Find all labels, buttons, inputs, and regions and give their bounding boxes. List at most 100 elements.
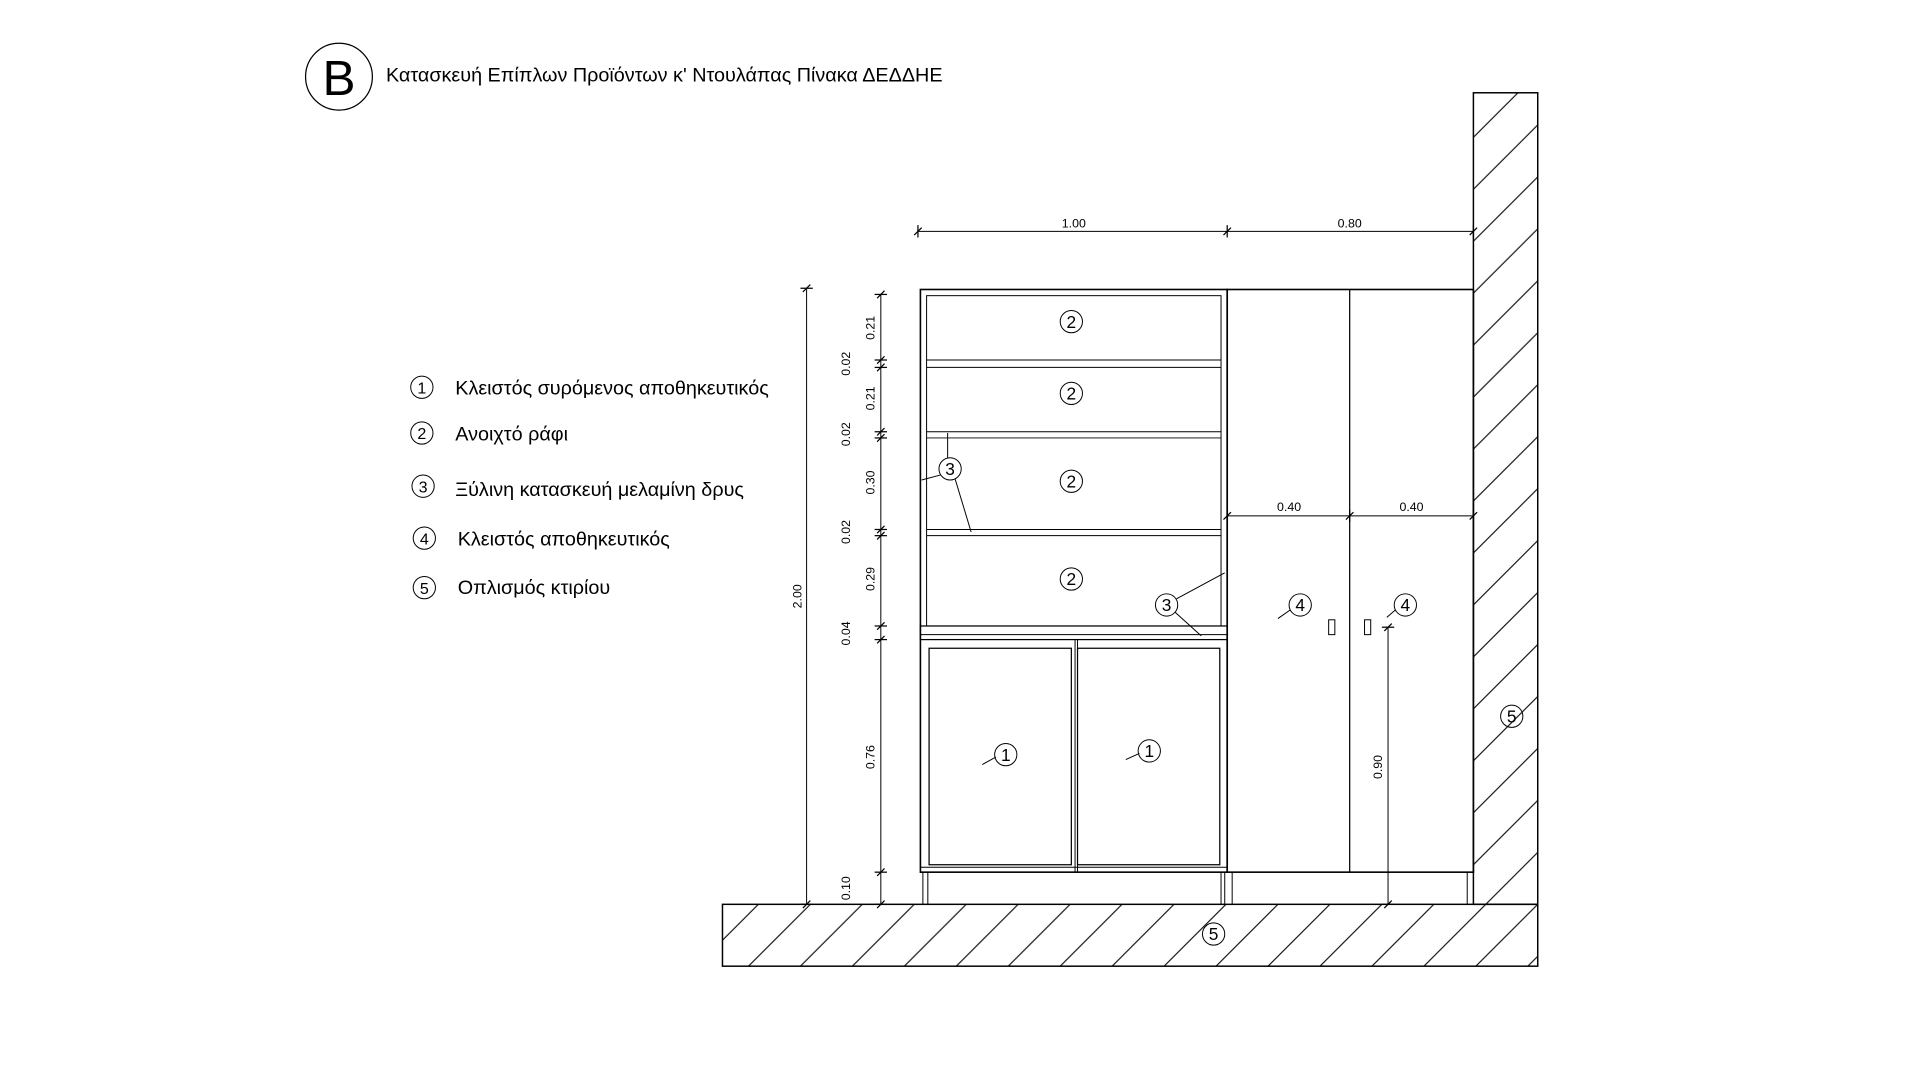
- legend-label: Κλειστός αποθηκευτικός: [458, 529, 670, 551]
- callout-number: 2: [1067, 471, 1077, 491]
- dimension-label: 0.29: [864, 567, 878, 591]
- dimension-lines: 1.00 0.80 2.00 0.21 0.02 0.21 0.02 0.30 …: [791, 217, 1478, 909]
- callout-closed-storage: 4: [1386, 593, 1417, 618]
- legend-number: 2: [417, 425, 426, 443]
- legend-number: 1: [417, 379, 426, 397]
- dimension-tick: [1223, 227, 1232, 236]
- legend-number-circle: [410, 375, 434, 399]
- legend-item: 3 Ξύλινη κατασκευή μελαμίνη δρυς: [411, 474, 744, 501]
- dimension-label: 0.21: [864, 386, 878, 410]
- callout-leader: [1125, 752, 1140, 761]
- dimension-tick: [876, 525, 885, 534]
- callout-number: 2: [1067, 569, 1077, 589]
- callout-building-wall: 5: [1500, 704, 1524, 728]
- dimension-tick: [913, 227, 923, 236]
- legend-number-circle: [412, 526, 436, 550]
- callout-leader: [1277, 609, 1291, 619]
- sliding-door-left: [928, 647, 1072, 866]
- dimension-tick: [876, 427, 885, 436]
- dimension-tick: [876, 868, 885, 877]
- legend: 1 Κλειστός συρόμενος αποθηκευτικός 2 Ανο…: [410, 375, 769, 600]
- callout-number: 5: [1507, 706, 1517, 726]
- callout-open-shelf: 2: [1059, 567, 1083, 591]
- dimension-label: 0.90: [1371, 755, 1385, 779]
- callout-leader: [1176, 572, 1225, 600]
- callout-circle: [1059, 310, 1083, 334]
- legend-number: 4: [420, 530, 429, 548]
- callout-circle: [1059, 567, 1083, 591]
- dimension-tick: [876, 355, 885, 365]
- callout-circle: [1201, 922, 1226, 946]
- callout-open-shelf: 2: [1059, 469, 1083, 493]
- dimension-label: 0.21: [864, 316, 878, 340]
- legend-number: 3: [419, 478, 428, 496]
- legend-label: Οπλισμός κτιρίου: [458, 577, 611, 599]
- dimension-label: 0.04: [839, 621, 853, 645]
- wall-hatched: [1472, 92, 1539, 906]
- dimension-tick: [876, 433, 885, 443]
- callout-number: 3: [1162, 595, 1172, 615]
- dimension-label: 0.40: [1400, 500, 1424, 514]
- callout-number: 2: [1067, 312, 1077, 332]
- callout-building-floor: 5: [1201, 922, 1226, 946]
- callout-wood-construction: 3: [921, 432, 972, 533]
- dimension-tick: [1383, 900, 1393, 909]
- callout-circle: [1137, 739, 1161, 763]
- shelving-cabinet: [919, 288, 1229, 905]
- callout-leader: [921, 474, 941, 481]
- dimension-tick: [876, 290, 885, 299]
- callout-circle: [1059, 381, 1083, 406]
- callout-circle: [994, 743, 1018, 767]
- callout-number: 2: [1067, 384, 1077, 404]
- callout-number: 1: [1144, 741, 1154, 761]
- title-text: Κατασκευή Επίπλων Προϊόντων κ' Ντουλάπας…: [386, 65, 943, 87]
- legend-number: 5: [420, 580, 429, 598]
- countertop: [919, 625, 1228, 641]
- dimension-tick: [876, 531, 885, 540]
- legend-label: Ξύλινη κατασκευή μελαμίνη δρυς: [455, 479, 744, 501]
- dimension-label: 0.02: [839, 520, 853, 544]
- callout-sliding-door: 1: [982, 743, 1018, 767]
- callout-circle: [1500, 704, 1524, 728]
- dimension-tick: [1223, 511, 1232, 521]
- dimension-label: 0.02: [839, 422, 853, 446]
- callout-number: 4: [1295, 595, 1305, 615]
- door-handle: [1328, 619, 1336, 636]
- legend-number-circle: [410, 421, 434, 445]
- legend-label: Ανοιχτό ράφι: [455, 423, 568, 445]
- callout-leader: [954, 478, 972, 533]
- callout-circle: [1059, 469, 1083, 493]
- dimension-label: 0.02: [839, 352, 853, 376]
- dimension-tick: [802, 284, 811, 293]
- dimension-tick: [1345, 511, 1354, 521]
- callout-circle: [1393, 593, 1417, 617]
- title-badge-circle: [304, 42, 373, 111]
- title-badge-letter: B: [322, 51, 355, 106]
- sliding-door-right: [1076, 647, 1221, 866]
- legend-item: 5 Οπλισμός κτιρίου: [412, 576, 611, 600]
- callout-closed-storage: 4: [1277, 593, 1312, 619]
- legend-number-circle: [412, 576, 436, 600]
- dimension-tick: [876, 363, 885, 372]
- callout-wood-construction: 3: [1154, 572, 1225, 637]
- dimension-label: 0.76: [864, 745, 878, 769]
- dimension-label: 0.10: [839, 876, 853, 900]
- callout-leader: [1174, 612, 1202, 637]
- dimension-tick: [1469, 511, 1478, 521]
- dimension-tick: [876, 621, 885, 631]
- legend-item: 2 Ανοιχτό ράφι: [410, 421, 568, 445]
- legend-number-circle: [411, 474, 435, 498]
- legend-item: 1 Κλειστός συρόμενος αποθηκευτικός: [410, 375, 769, 400]
- callout-sliding-door: 1: [1125, 739, 1161, 763]
- dimension-tick: [876, 635, 885, 644]
- callout-circle: [1154, 593, 1179, 617]
- dimension-label: 1.00: [1062, 217, 1086, 231]
- callout-leader: [982, 756, 997, 765]
- callout-number: 5: [1209, 924, 1219, 944]
- dimension-tick: [876, 900, 885, 909]
- callout-number: 1: [1001, 745, 1011, 765]
- dimension-tick: [1469, 227, 1478, 236]
- dimension-tick: [1383, 623, 1393, 632]
